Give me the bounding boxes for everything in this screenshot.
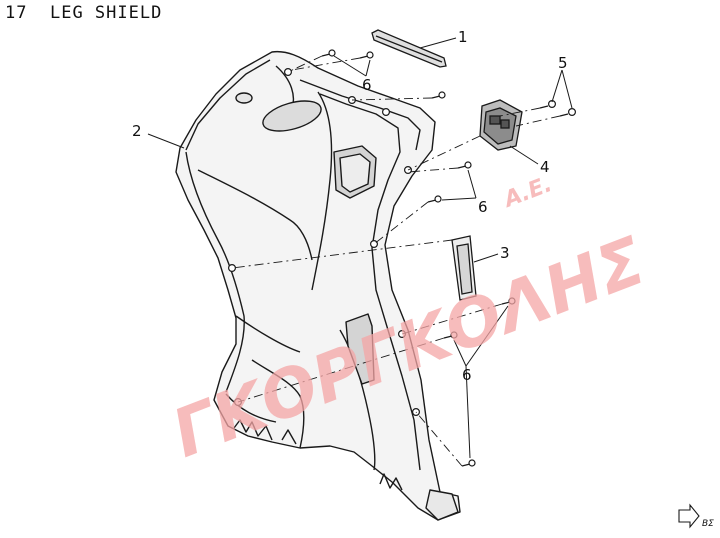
- screw-icon: [359, 51, 374, 59]
- switch-unit-part: [479, 99, 523, 151]
- mounting-hole: [284, 67, 293, 76]
- mounting-hole: [382, 107, 391, 116]
- watermark-suffix: Α.Ε.: [499, 172, 555, 214]
- section-title: LEG SHIELD: [49, 3, 163, 23]
- callout-3: 3: [500, 244, 510, 262]
- continue-label: ΒΣ: [702, 519, 714, 529]
- callout-5: 5: [558, 54, 568, 72]
- screw-icon: [539, 99, 556, 109]
- screw-icon: [431, 91, 446, 99]
- trim-strip-part: [371, 29, 447, 68]
- mounting-hole: [370, 240, 379, 249]
- mounting-hole: [398, 330, 407, 339]
- callout-1: 1: [458, 28, 468, 46]
- screw-icon: [321, 49, 336, 57]
- callout-2: 2: [132, 122, 142, 140]
- cover-plate-part: [451, 235, 477, 301]
- screw-icon: [457, 161, 472, 169]
- screw-icon: [559, 107, 576, 117]
- callout-4: 4: [540, 158, 550, 176]
- section-number: 17: [5, 3, 28, 23]
- callout-6: 6: [462, 366, 472, 384]
- screw-icon: [427, 195, 442, 203]
- callout-6: 6: [478, 198, 488, 216]
- leg-shield-panel: [175, 50, 461, 521]
- page-title: 17 LEG SHIELD: [5, 3, 162, 23]
- mounting-hole: [228, 264, 237, 273]
- callouts: 1 2 3 4 5 6 6 6: [132, 28, 568, 384]
- screw-icon: [461, 459, 476, 467]
- leader-lines: [147, 37, 573, 459]
- continue-arrow-icon[interactable]: ΒΣ: [678, 503, 714, 529]
- screws: [321, 49, 576, 467]
- screw-icon: [443, 331, 458, 339]
- assembly-lines: [231, 55, 561, 467]
- screw-icon: [501, 297, 516, 305]
- callout-6: 6: [362, 76, 372, 94]
